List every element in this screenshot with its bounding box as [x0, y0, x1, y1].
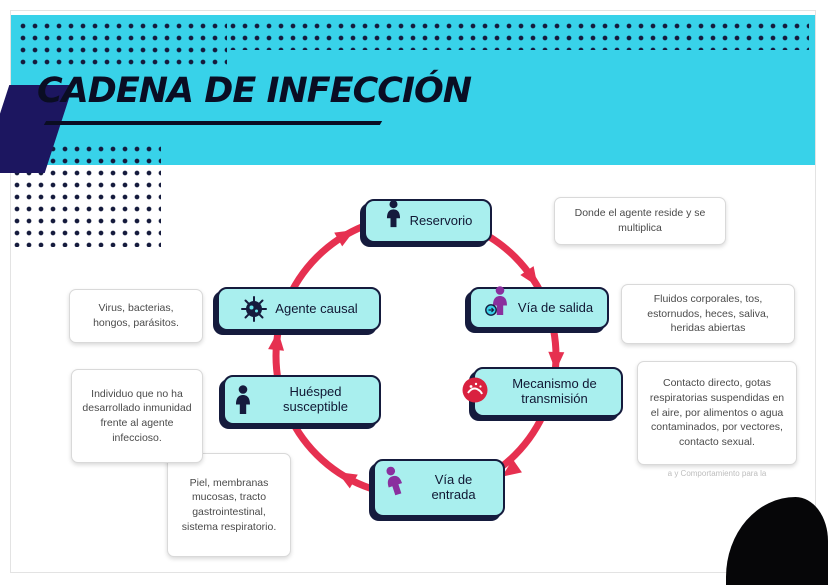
- slide: CADENA DE INFECCIÓN Reservorio: [0, 10, 817, 574]
- note-agente-causal: Virus, bacterias, hongos, parásitos.: [69, 289, 203, 343]
- node-huesped-susceptible: Huésped susceptible: [223, 375, 381, 425]
- person-exit-icon: [485, 286, 511, 316]
- halftone-dots-top-left: [17, 20, 227, 66]
- note-huesped-susceptible: Individuo que no ha desarrollado inmunid…: [71, 369, 203, 463]
- note-mecanismo-de-transmision: Contacto directo, gotas respiratorias su…: [637, 361, 797, 465]
- note-reservorio: Donde el agente reside y se multiplica: [554, 197, 726, 245]
- node-via-de-salida: Vía de salida: [469, 286, 609, 329]
- title-underline: [43, 121, 383, 125]
- node-mecanismo-de-transmision: Mecanismo de transmisión: [462, 367, 623, 417]
- note-text: Fluidos corporales, tos, estornudos, hec…: [647, 292, 769, 335]
- person-icon: [384, 200, 403, 228]
- person-entry-icon: [379, 463, 409, 498]
- node-label: Mecanismo de transmisión: [512, 376, 597, 406]
- germ-icon: [240, 295, 268, 323]
- transmission-icon: [461, 376, 489, 404]
- node-via-de-entrada: Vía de entrada: [373, 459, 505, 517]
- node-label: Vía de salida: [517, 299, 594, 315]
- note-text: Piel, membranas mucosas, tracto gastroin…: [181, 476, 277, 533]
- node-label: Vía de entrada: [431, 472, 476, 502]
- node-label: Reservorio: [409, 212, 473, 228]
- faint-caption: a y Comportamiento para la: [667, 469, 767, 478]
- note-via-de-salida: Fluidos corporales, tos, estornudos, hec…: [621, 284, 795, 344]
- slide-header-band: CADENA DE INFECCIÓN: [0, 15, 815, 247]
- halftone-dots-top: [227, 20, 809, 50]
- infection-chain-diagram: Reservorio Vía de salida Mecanismo de tr…: [11, 11, 817, 574]
- note-text: Contacto directo, gotas respiratorias su…: [649, 377, 785, 449]
- note-text: Virus, bacterias, hongos, parásitos.: [93, 302, 179, 329]
- note-text: Donde el agente reside y se multiplica: [574, 207, 706, 234]
- node-label: Huésped susceptible: [282, 384, 349, 414]
- node-agente-causal: Agente causal: [217, 287, 381, 331]
- note-text: Individuo que no ha desarrollado inmunid…: [82, 387, 192, 444]
- node-reservorio: Reservorio: [364, 199, 492, 243]
- person-icon: [233, 385, 253, 415]
- note-via-de-entrada: Piel, membranas mucosas, tracto gastroin…: [167, 453, 291, 557]
- slide-title: CADENA DE INFECCIÓN: [37, 71, 472, 111]
- node-label: Agente causal: [275, 300, 358, 316]
